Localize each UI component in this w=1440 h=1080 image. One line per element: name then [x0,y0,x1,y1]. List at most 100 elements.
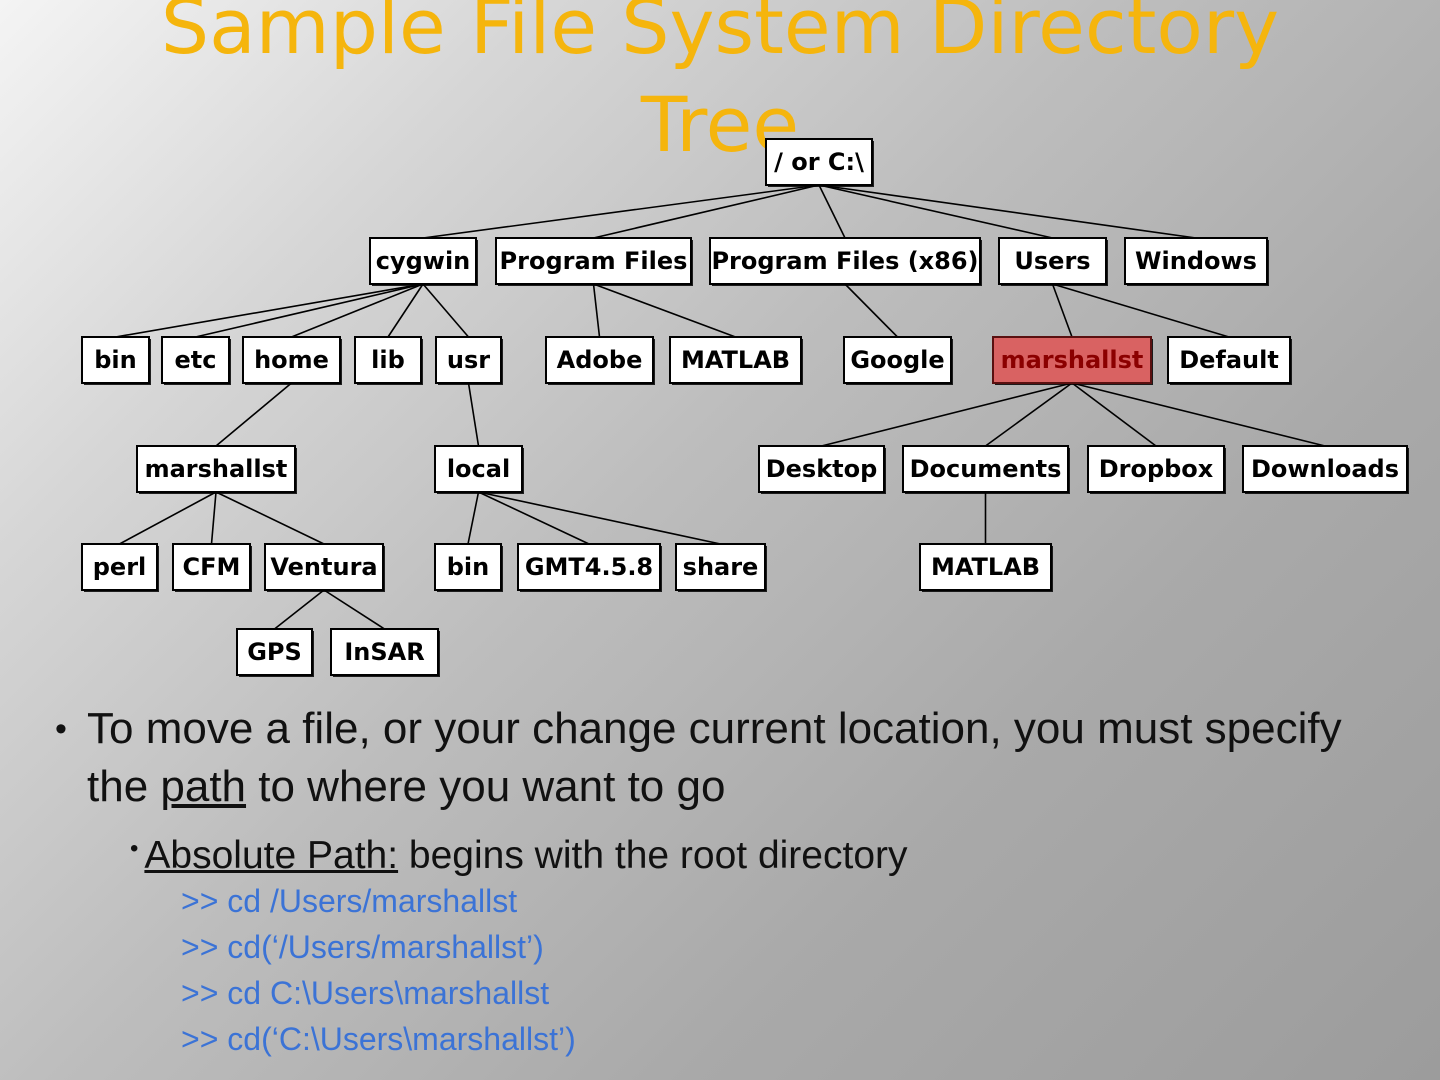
folder-node-box [1242,445,1408,493]
folder-node-box [517,543,661,591]
tree-edge-marshallst_home-ventura [215,491,325,545]
folder-node-box [81,336,150,384]
folder-node-label: MATLAB [931,553,1040,581]
folder-node-label: / or C:\ [774,148,864,176]
folder-node-box [434,445,523,493]
sub-bullet-dot: • [130,835,139,862]
tree-edge-cygwin-etc [195,283,424,338]
folder-node-label: cygwin [376,247,471,275]
folder-node-label: local [447,455,510,483]
folder-node-box [758,445,885,493]
folder-node-label: GPS [247,638,302,666]
folder-node-box [330,628,439,676]
folder-node-label: Documents [910,455,1062,483]
tree-edge-root-windows [818,184,1197,239]
tree-edge-marshallst_users-desktop [821,382,1073,447]
tree-edge-cygwin-usr [422,283,470,338]
folder-node-box [709,237,981,285]
folder-node-label: Default [1179,346,1279,374]
folder-node-perl: perl [81,543,159,592]
folder-node-box [1124,237,1268,285]
folder-node-label: MATLAB [681,346,790,374]
command-line: >> cd(‘/Users/marshallst’) [181,929,544,965]
folder-node-label: bin [447,553,490,581]
folder-node-label: InSAR [344,638,424,666]
folder-node-box [136,445,296,493]
folder-node-box [998,237,1107,285]
folder-node-box [919,543,1052,591]
folder-node-box [161,336,230,384]
folder-node-insar: InSAR [330,628,440,677]
command-examples: >> cd /Users/marshallst >> cd(‘/Users/ma… [181,878,576,1062]
folder-node-box [434,543,502,591]
folder-node-marshallst_users: marshallst [992,336,1153,385]
tree-edge-progfiles-matlab1 [593,283,736,338]
folder-node-label: marshallst [145,455,288,483]
folder-node-default: Default [1167,336,1292,385]
absolute-path-term: Absolute Path: [144,834,399,877]
command-line: >> cd C:\Users\marshallst [181,975,550,1011]
slide-title-line-1: Sample File System Directory [160,0,1280,71]
folder-node-box [81,543,158,591]
folder-node-box [992,336,1152,384]
bullet-text: To move a file, or your change current l… [87,700,1375,816]
folder-node-box [435,336,502,384]
command-line: >> cd /Users/marshallst [181,883,518,919]
bullet-text-pre: To move a file, or your change current l… [87,704,1342,811]
tree-edge-root-progfiles86 [818,184,846,239]
folder-node-home: home [242,336,342,385]
folder-node-usr: usr [435,336,503,385]
folder-node-matlab2: MATLAB [919,543,1053,592]
folder-node-box [669,336,802,384]
tree-edge-cygwin-lib [387,283,424,338]
tree-edge-local-bin2 [467,491,480,545]
folder-node-local: local [434,445,524,494]
folder-node-root: / or C:\ [765,138,874,187]
folder-node-progfiles86: Program Files (x86) [709,237,982,286]
folder-node-label: home [254,346,329,374]
tree-edge-local-share [478,491,721,545]
tree-edge-usr-local [467,382,480,447]
folder-node-google: Google [843,336,953,385]
folder-node-box [236,628,313,676]
folder-node-users: Users [998,237,1108,286]
folder-node-adobe: Adobe [545,336,655,385]
folder-node-downloads: Downloads [1242,445,1409,494]
folder-node-label: Desktop [766,455,878,483]
folder-node-box [495,237,692,285]
directory-tree-diagram: / or C:\ cygwin Program Files Program Files… [81,138,1409,677]
folder-node-desktop: Desktop [758,445,886,494]
folder-node-label: share [683,553,759,581]
tree-edge-cygwin-home [291,283,424,338]
tree-nodes: / or C:\ cygwin Program Files Program Files… [81,138,1409,677]
folder-node-progfiles: Program Files [495,237,693,286]
folder-node-ventura: Ventura [264,543,385,592]
folder-node-cfm: CFM [172,543,252,592]
folder-node-documents: Documents [902,445,1070,494]
folder-node-label: Dropbox [1099,455,1214,483]
folder-node-cygwin: cygwin [369,237,478,286]
folder-node-label: lib [371,346,405,374]
folder-node-label: Users [1014,247,1090,275]
command-line: >> cd(‘C:\Users\marshallst’) [181,1021,576,1057]
folder-node-label: GMT4.5.8 [525,553,653,581]
folder-node-box [1167,336,1291,384]
folder-node-label: Downloads [1251,455,1399,483]
folder-node-box [369,237,477,285]
tree-edge-marshallst_users-downloads [1071,382,1326,447]
folder-node-label: bin [94,346,137,374]
folder-node-box [172,543,251,591]
tree-edge-progfiles86-google [844,283,899,338]
tree-edge-users-marshallst_users [1051,283,1073,338]
folder-node-box [264,543,384,591]
tree-edge-root-cygwin [422,184,820,239]
tree-edge-marshallst_home-perl [119,491,217,545]
folder-node-gps: GPS [236,628,314,677]
tree-edge-marshallst_users-documents [985,382,1073,447]
tree-edge-users-default [1052,283,1230,338]
bullet-text-post: to where you want to go [246,762,726,811]
tree-edge-marshallst_users-dropbox [1071,382,1157,447]
folder-node-label: Adobe [557,346,643,374]
bullet-path-explanation: • To move a file, or your change current… [55,700,1375,816]
folder-node-gmt: GMT4.5.8 [517,543,662,592]
